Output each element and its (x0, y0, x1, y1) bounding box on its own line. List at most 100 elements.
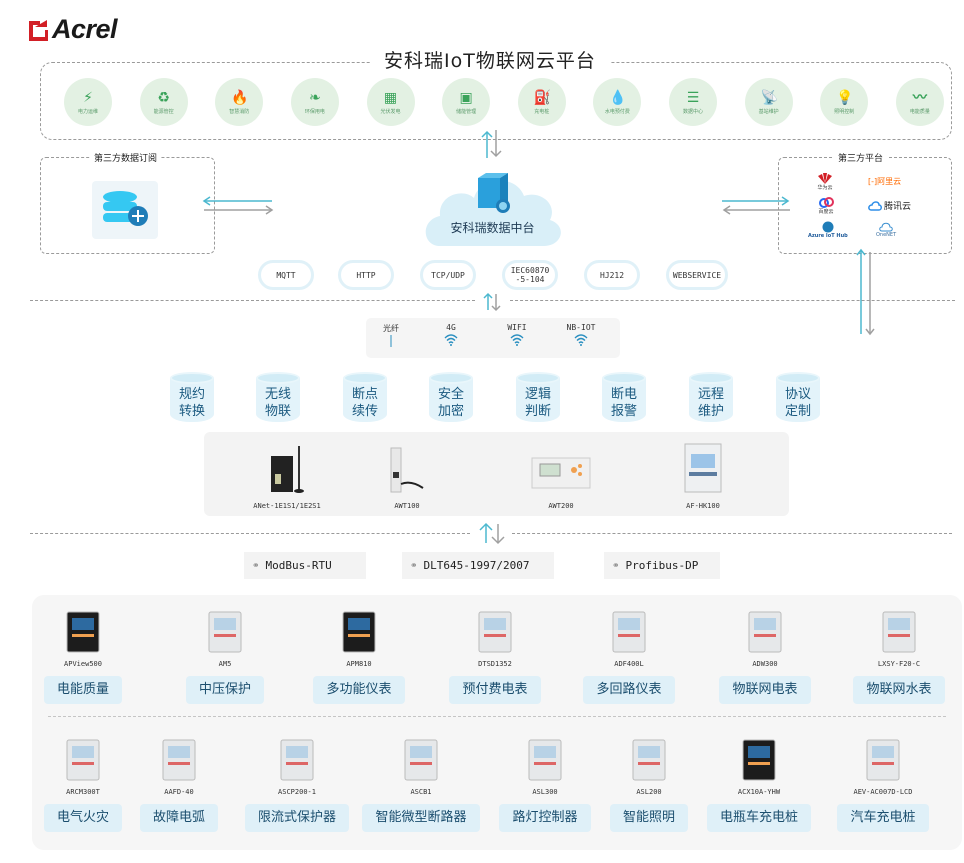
platform-app[interactable]: ❧ 环保用电 (290, 78, 339, 126)
baidu-cloud-logo[interactable]: 百度云 (818, 196, 834, 215)
device-image (66, 611, 100, 653)
leaf-cloud-icon: ❧ (309, 89, 321, 106)
fieldbus-protocol: ⚭DLT645-1997/2007 (402, 552, 554, 579)
device-category-tag[interactable]: 路灯控制器 (499, 804, 591, 832)
device-model: AM5 (218, 660, 232, 668)
feature-cylinder: 规约转换 (170, 372, 214, 422)
field-device[interactable]: APM810 多功能仪表 (294, 604, 424, 704)
fieldbus-label: ModBus-RTU (265, 559, 332, 572)
device-category-tag[interactable]: 智能微型断路器 (362, 804, 480, 832)
platform-app-label: 能源管控 (153, 108, 174, 115)
gateway-third-party-arrows (856, 248, 875, 336)
baidu-cloud-icon (819, 197, 834, 208)
device-model: LXSY-F20-C (877, 660, 921, 668)
database-add-tile[interactable] (92, 181, 158, 239)
antenna-icon: 📡 (760, 89, 779, 106)
platform-app[interactable]: 🔥 智慧消防 (215, 78, 264, 126)
device-category-tag[interactable]: 电瓶车充电桩 (706, 804, 811, 832)
device-category-tag[interactable]: 限流式保护器 (244, 804, 349, 832)
field-device[interactable]: ASCP200-1 限流式保护器 (232, 732, 362, 832)
gateway-model: AWT200 (548, 502, 574, 510)
device-category-tag[interactable]: 物联网水表 (853, 676, 945, 704)
huawei-icon (818, 173, 832, 184)
platform-app[interactable]: ▣ 储能管理 (442, 78, 491, 126)
field-device[interactable]: LXSY-F20-C 物联网水表 (834, 604, 964, 704)
device-image (632, 739, 666, 781)
device-model: DTSD1352 (478, 660, 512, 668)
platform-app[interactable]: ⛽ 充电桩 (517, 78, 566, 126)
platform-app[interactable]: 💡 照明控制 (820, 78, 869, 126)
fiber-line-icon (390, 335, 392, 347)
device-category-tag[interactable]: 汽车充电桩 (837, 804, 929, 832)
field-device[interactable]: ARCM300T 电气火灾 (18, 732, 148, 832)
field-device[interactable]: ASCB1 智能微型断路器 (356, 732, 486, 832)
device-category-tag[interactable]: 预付费电表 (449, 676, 541, 704)
device-category-tag[interactable]: 电能质量 (43, 676, 122, 704)
gateway-device[interactable]: AWT100 (352, 440, 462, 510)
field-device[interactable]: AM5 中压保护 (160, 604, 290, 704)
onenet-icon (879, 222, 893, 232)
device-category-tag[interactable]: 智能照明 (609, 804, 688, 832)
waveform-monitor-icon: 〰 (912, 89, 927, 106)
feature-cylinder: 远程维护 (689, 372, 733, 422)
device-image (866, 739, 900, 781)
battery-cabinet-icon: ▣ (459, 89, 473, 106)
third-party-title: 第三方平台 (834, 151, 888, 164)
gateway-device[interactable]: AWT200 (506, 440, 616, 510)
network-type: WIFI (492, 323, 542, 348)
device-category-tag[interactable]: 电气火灾 (43, 804, 122, 832)
field-device[interactable]: AEV-AC007D-LCD 汽车充电桩 (818, 732, 948, 832)
device-model: ASCP200-1 (278, 788, 316, 796)
platform-app[interactable]: ▦ 光伏发电 (366, 78, 415, 126)
field-device[interactable]: AAFD-40 故障电弧 (114, 732, 244, 832)
huawei-logo[interactable]: 华为云 (816, 172, 834, 191)
device-model: AEV-AC007D-LCD (853, 788, 913, 796)
device-category-tag[interactable]: 中压保护 (185, 676, 264, 704)
wifi-icon (574, 334, 588, 346)
feature-label: 远程维护 (697, 387, 724, 419)
device-category-tag[interactable]: 故障电弧 (139, 804, 218, 832)
gateway-device[interactable]: ANet-1E1S1/1E2S1 (232, 440, 342, 510)
platform-app[interactable]: 〰 电能质量 (895, 78, 944, 126)
field-device[interactable]: DTSD1352 预付费电表 (430, 604, 560, 704)
onenet-logo[interactable]: OneNET (876, 222, 896, 238)
field-device[interactable]: ADW300 物联网电表 (700, 604, 830, 704)
feature-cylinder: 协议定制 (776, 372, 820, 422)
platform-datacenter-arrows (481, 130, 502, 158)
azure-logo[interactable]: Azure IoT Hub (808, 221, 848, 239)
field-device[interactable]: ACX10A-YHW 电瓶车充电桩 (694, 732, 824, 832)
platform-title: 安科瑞IoT物联网云平台 (370, 46, 610, 73)
field-device[interactable]: ASL300 路灯控制器 (480, 732, 610, 832)
acrel-logo-icon (29, 19, 48, 41)
protocol-badge: HJ212 (584, 260, 640, 290)
platform-app[interactable]: ⚡ 电力运维 (64, 78, 112, 126)
platform-app[interactable]: 💧 水电预付费 (593, 78, 642, 126)
field-device[interactable]: APView500 电能质量 (18, 604, 148, 704)
data-center-cloud (425, 173, 561, 246)
platform-app[interactable]: ☰ 数据中心 (669, 78, 717, 126)
network-type: NB-IOT (556, 323, 606, 348)
aliyun-logo[interactable]: [-]阿里云 (868, 177, 902, 186)
device-image (612, 611, 646, 653)
brand-name: Acrel (52, 14, 118, 44)
platform-app-label: 充电桩 (534, 108, 550, 115)
device-category-tag[interactable]: 多功能仪表 (313, 676, 405, 704)
aliyun-icon: [-] (868, 177, 878, 186)
device-image (66, 739, 100, 781)
platform-app[interactable]: ♻ 能源管控 (139, 78, 188, 126)
device-category-tag[interactable]: 多回路仪表 (583, 676, 675, 704)
protocol-badge: MQTT (258, 260, 314, 290)
network-type-label: NB-IOT (566, 323, 596, 332)
subscription-arrows (202, 196, 274, 215)
device-model: APM810 (346, 660, 372, 668)
platform-app-label: 照明控制 (834, 108, 855, 115)
field-device[interactable]: ADF400L 多回路仪表 (564, 604, 694, 704)
field-device[interactable]: ASL200 智能照明 (584, 732, 714, 832)
tencent-cloud-icon (868, 200, 882, 211)
tencent-cloud-logo[interactable]: 腾讯云 (868, 199, 911, 212)
platform-app[interactable]: 📡 基站维护 (744, 78, 793, 126)
protocol-badge: IEC60870 -5-104 (502, 260, 558, 290)
device-category-tag[interactable]: 物联网电表 (719, 676, 811, 704)
database-add-icon (103, 191, 148, 226)
gateway-device[interactable]: AF-HK100 (648, 440, 758, 510)
